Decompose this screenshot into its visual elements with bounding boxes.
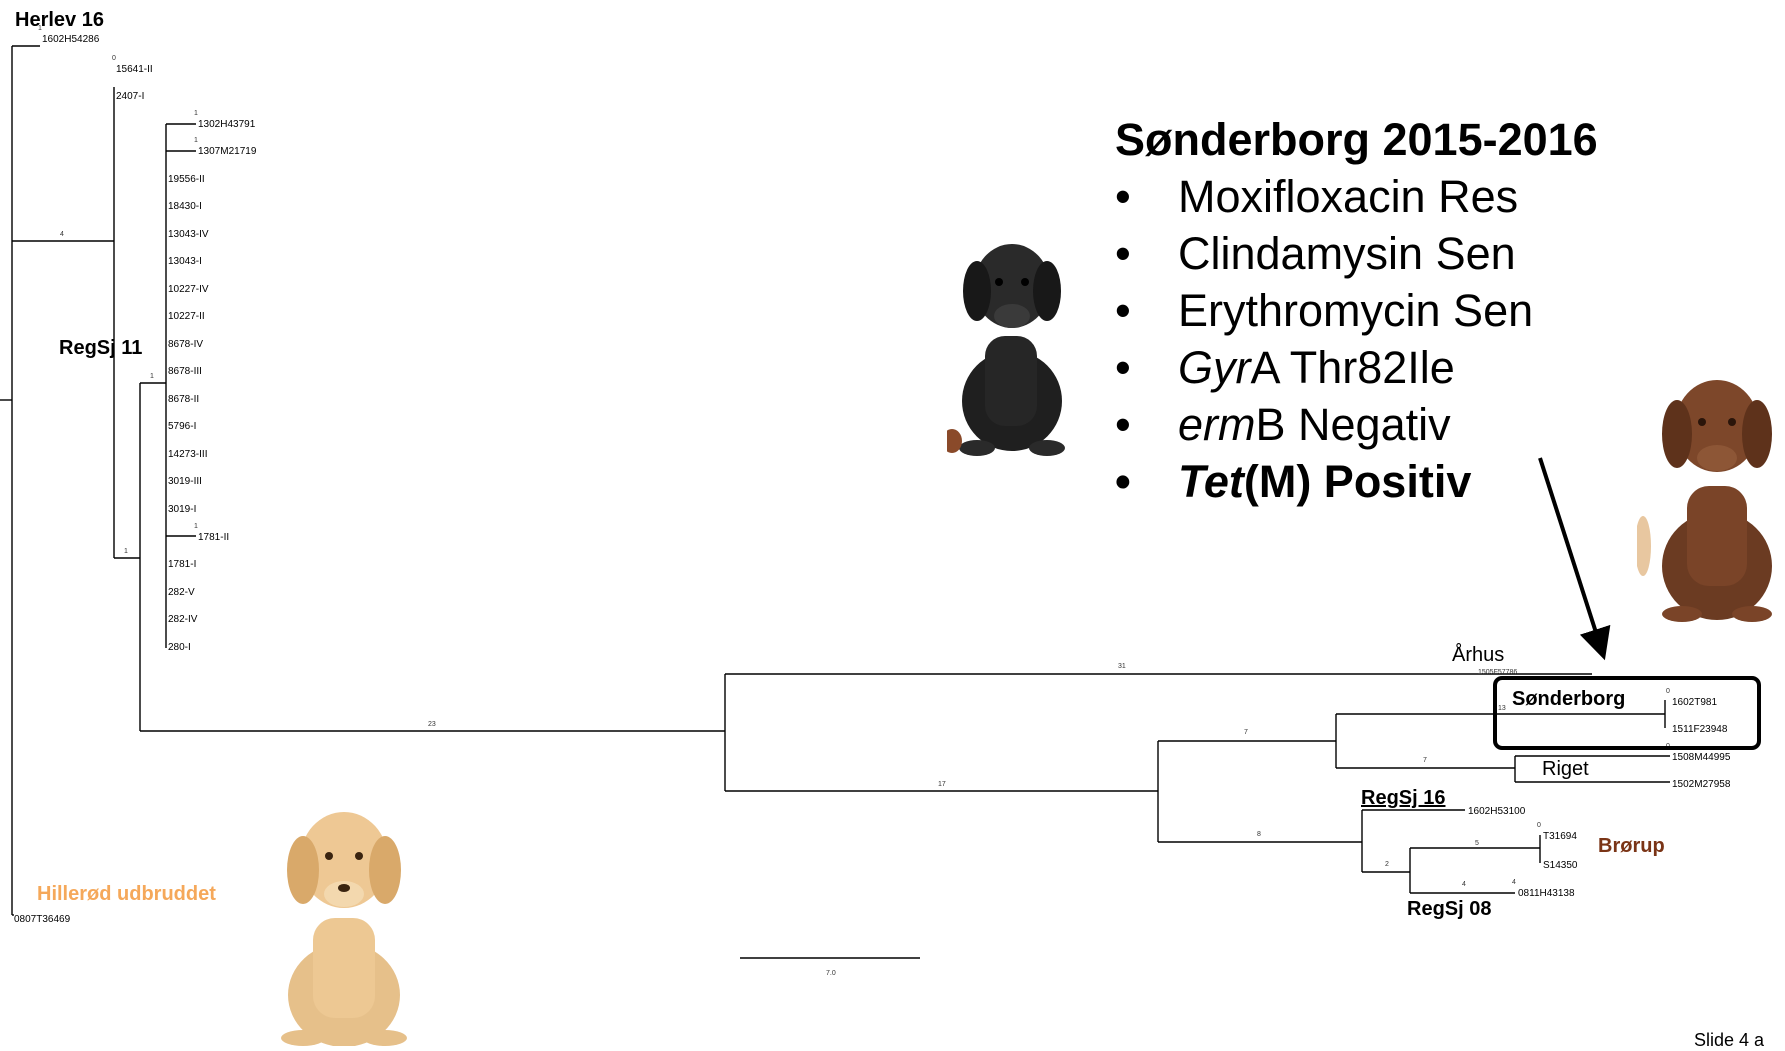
sonderborg-label: Sønderborg [1512,688,1626,710]
slide-footer: Slide 4 a [1694,1030,1765,1050]
branch-value: 7 [1423,757,1427,764]
leaf-label: 1511F23948 [1672,724,1728,735]
leaf-label: 19556-II [168,174,205,185]
branch-value: 13 [1498,705,1506,712]
leaf-label: 13043-IV [168,229,209,240]
bullet-icon: • [1115,285,1131,336]
riget-label: Riget [1542,758,1589,780]
leaf-label: 10227-II [168,311,205,322]
leaf-label: 10227-IV [168,284,209,295]
arhus-label: Århus [1452,644,1505,666]
black-puppy-icon [947,244,1065,456]
brorup-label: Brørup [1598,835,1665,857]
gene-name: Tet [1178,456,1244,507]
leaf-label: 2407-I [116,91,144,102]
leaf-label: S14350 [1543,860,1578,871]
branch-value: 31 [1118,663,1126,670]
branch-value: 1 [194,110,198,117]
leaf-label: 282-V [168,587,195,598]
branch-value: 17 [938,781,946,788]
info-item-text: (M) Positiv [1243,456,1472,507]
info-item: • Erythromycin Sen [1115,282,1655,339]
leaf-label: 5796-I [168,421,196,432]
leaf-label: 1781-I [168,559,196,570]
info-list: • Moxifloxacin Res • Clindamysin Sen • Erythr… [1115,168,1655,510]
leaf-label: 15641-II [116,64,153,75]
info-title: Sønderborg 2015-2016 [1115,114,1598,165]
branch-value: 4 [1462,881,1466,888]
bullet-icon: • [1115,456,1131,507]
bullet-icon: • [1115,399,1131,450]
info-item-text: Erythromycin Sen [1178,285,1534,336]
bullet-icon: • [1115,171,1131,222]
regsj08-label: RegSj 08 [1407,898,1492,920]
branch-value: 7 [1244,729,1248,736]
bullet-icon: • [1115,342,1131,393]
branch-value: 0 [1537,822,1541,829]
leaf-label: T31694 [1543,831,1577,842]
info-item: • Moxifloxacin Res [1115,168,1655,225]
info-item-text: Moxifloxacin Res [1178,171,1519,222]
info-item-text: B Negativ [1255,399,1451,450]
branch-value: 0 [112,55,116,62]
leaf-label: 18430-I [168,201,202,212]
branch-value: 1 [124,548,128,555]
scale-label: 7.0 [826,970,836,977]
branch-value: 8 [1257,831,1261,838]
info-item: • Clindamysin Sen [1115,225,1655,282]
leaf-label: 1602T981 [1672,697,1717,708]
leaf-label: 8678-II [168,394,199,405]
info-item: • GyrA Thr82Ile [1115,339,1655,396]
leaf-label: 280-I [168,642,191,653]
regsj11-label: RegSj 11 [59,337,143,359]
leaf-label: 1781-II [198,532,229,543]
leaf-label: 3019-III [168,476,202,487]
leaf-label: 3019-I [168,504,196,515]
branch-value: 1 [38,25,42,32]
herlev-label: Herlev 16 [15,9,104,31]
leaf-label: 282-IV [168,614,198,625]
yellow-puppy-icon [281,812,407,1046]
leaf-label: 0807T36469 [14,914,71,925]
info-item-text: Clindamysin Sen [1178,228,1516,279]
leaf-label: 1508M44995 [1672,752,1731,763]
leaf-label: 0811H43138 [1518,888,1575,899]
leaf-label: 1302H43791 [198,119,256,130]
branch-value: 1 [194,137,198,144]
regsj16-label: RegSj 16 [1361,787,1446,809]
gene-name: Gyr [1178,342,1251,393]
branch-value: 1 [150,373,154,380]
leaf-label: 14273-III [168,449,207,460]
branch-value: 0 [1666,688,1670,695]
branch-value: 23 [428,721,436,728]
leaf-label: 1602H54286 [42,34,100,45]
resistance-info-box: Sønderborg 2015-2016 • Moxifloxacin Res • C… [1115,112,1655,510]
info-item: • ermB Negativ [1115,396,1655,453]
gene-name: erm [1178,399,1256,450]
leaf-label: 8678-IV [168,339,203,350]
hillerod-label: Hillerød udbruddet [37,883,216,905]
leaf-label: 1307M21719 [198,146,257,157]
branch-value: 4 [60,231,64,238]
branch-value: 1 [194,523,198,530]
bullet-icon: • [1115,228,1131,279]
leaf-label-partial: 1505F57786 [1478,669,1517,676]
branch-value: 5 [1475,840,1479,847]
leaf-label: 13043-I [168,256,202,267]
leaf-label: 8678-III [168,366,202,377]
leaf-label: 1502M27958 [1672,779,1731,790]
sonderborg-highlight-box [1493,676,1761,750]
info-item: • Tet(M) Positiv [1115,453,1655,510]
info-item-text: A Thr82Ile [1250,342,1455,393]
leaf-label: 1602H53100 [1468,806,1526,817]
branch-value: 2 [1385,861,1389,868]
branch-value: 4 [1512,879,1516,886]
brown-puppy-icon [1637,380,1772,622]
